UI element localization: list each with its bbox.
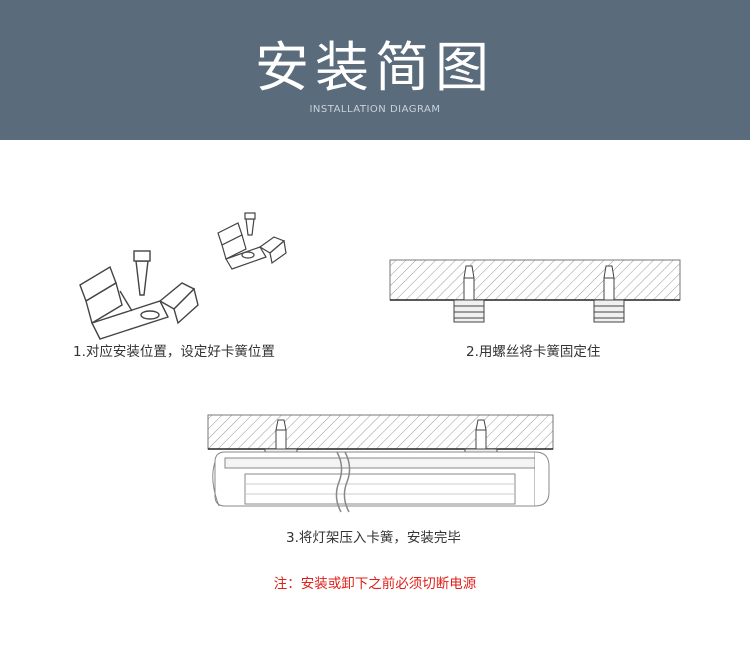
- lamp-body: [212, 451, 550, 507]
- screw-right-icon: [593, 265, 625, 323]
- page-subtitle: INSTALLATION DIAGRAM: [309, 104, 441, 115]
- screw-left-icon: [453, 265, 485, 323]
- step-3-caption: 3.将灯架压入卡簧，安装完毕: [286, 530, 461, 546]
- safety-warning: 注：安装或卸下之前必须切断电源: [273, 576, 477, 592]
- spring-clip-large-icon: [79, 250, 199, 340]
- step-2-caption: 2.用螺丝将卡簧固定住: [466, 344, 601, 360]
- step-1-caption: 1.对应安装位置，设定好卡簧位置: [73, 344, 275, 360]
- break-line: [335, 451, 343, 513]
- ceiling-screw-illustration: [389, 259, 681, 323]
- page-title: 安装简图: [255, 36, 495, 99]
- spring-clip-small-icon: [217, 212, 287, 270]
- clip-illustration: [79, 212, 287, 340]
- lamp-fixture-illustration: [207, 414, 554, 513]
- header-banner: 安装简图 INSTALLATION DIAGRAM: [0, 0, 750, 140]
